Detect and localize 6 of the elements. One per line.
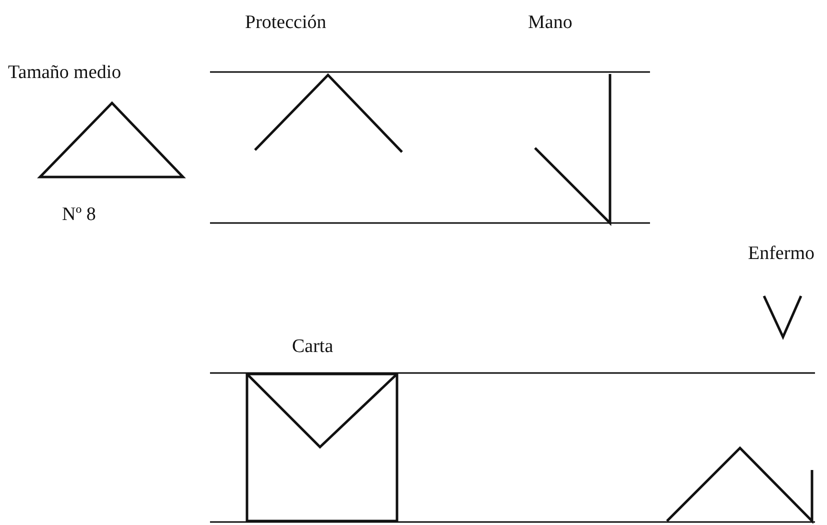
word-label: Mano [528, 12, 572, 34]
word-label: Protección [245, 12, 326, 34]
word-label: Tamaño medio [8, 62, 122, 84]
word-label: Enfermo [748, 243, 814, 265]
word-label: Carta [292, 336, 334, 358]
word-label: Nº 8 [62, 204, 96, 226]
